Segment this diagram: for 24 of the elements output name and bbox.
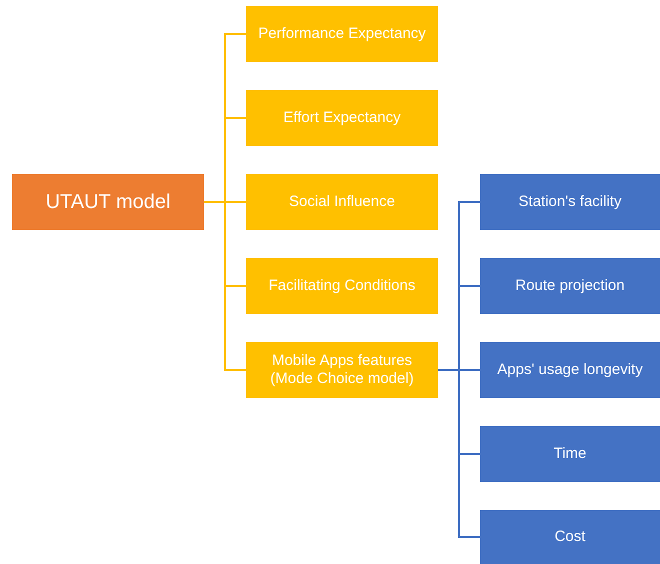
concept-box <box>480 426 660 482</box>
box-label: Cost <box>554 528 586 546</box>
box-label: Route projection <box>515 277 625 295</box>
box-label: Social Influence <box>289 193 395 211</box>
concept-box <box>246 342 438 398</box>
box-label: Station's facility <box>518 193 622 211</box>
box-label: Mobile Apps features (Mode Choice model) <box>269 352 415 388</box>
concept-box <box>480 174 660 230</box>
box-label: Facilitating Conditions <box>268 277 416 295</box>
concept-box <box>480 258 660 314</box>
concept-box <box>246 6 438 62</box>
box-label: Effort Expectancy <box>283 109 401 127</box>
box-label: Performance Expectancy <box>258 25 426 43</box>
box-label: Time <box>554 445 586 463</box>
concept-box <box>246 258 438 314</box>
box-label: UTAUT model <box>46 190 170 214</box>
box-label: Apps' usage longevity <box>497 361 643 379</box>
connector-line <box>438 369 480 538</box>
concept-box <box>12 174 204 230</box>
concept-box <box>246 174 438 230</box>
concept-box <box>480 342 660 398</box>
concept-box <box>480 510 660 564</box>
connector-line <box>204 201 246 371</box>
concept-box <box>246 90 438 146</box>
